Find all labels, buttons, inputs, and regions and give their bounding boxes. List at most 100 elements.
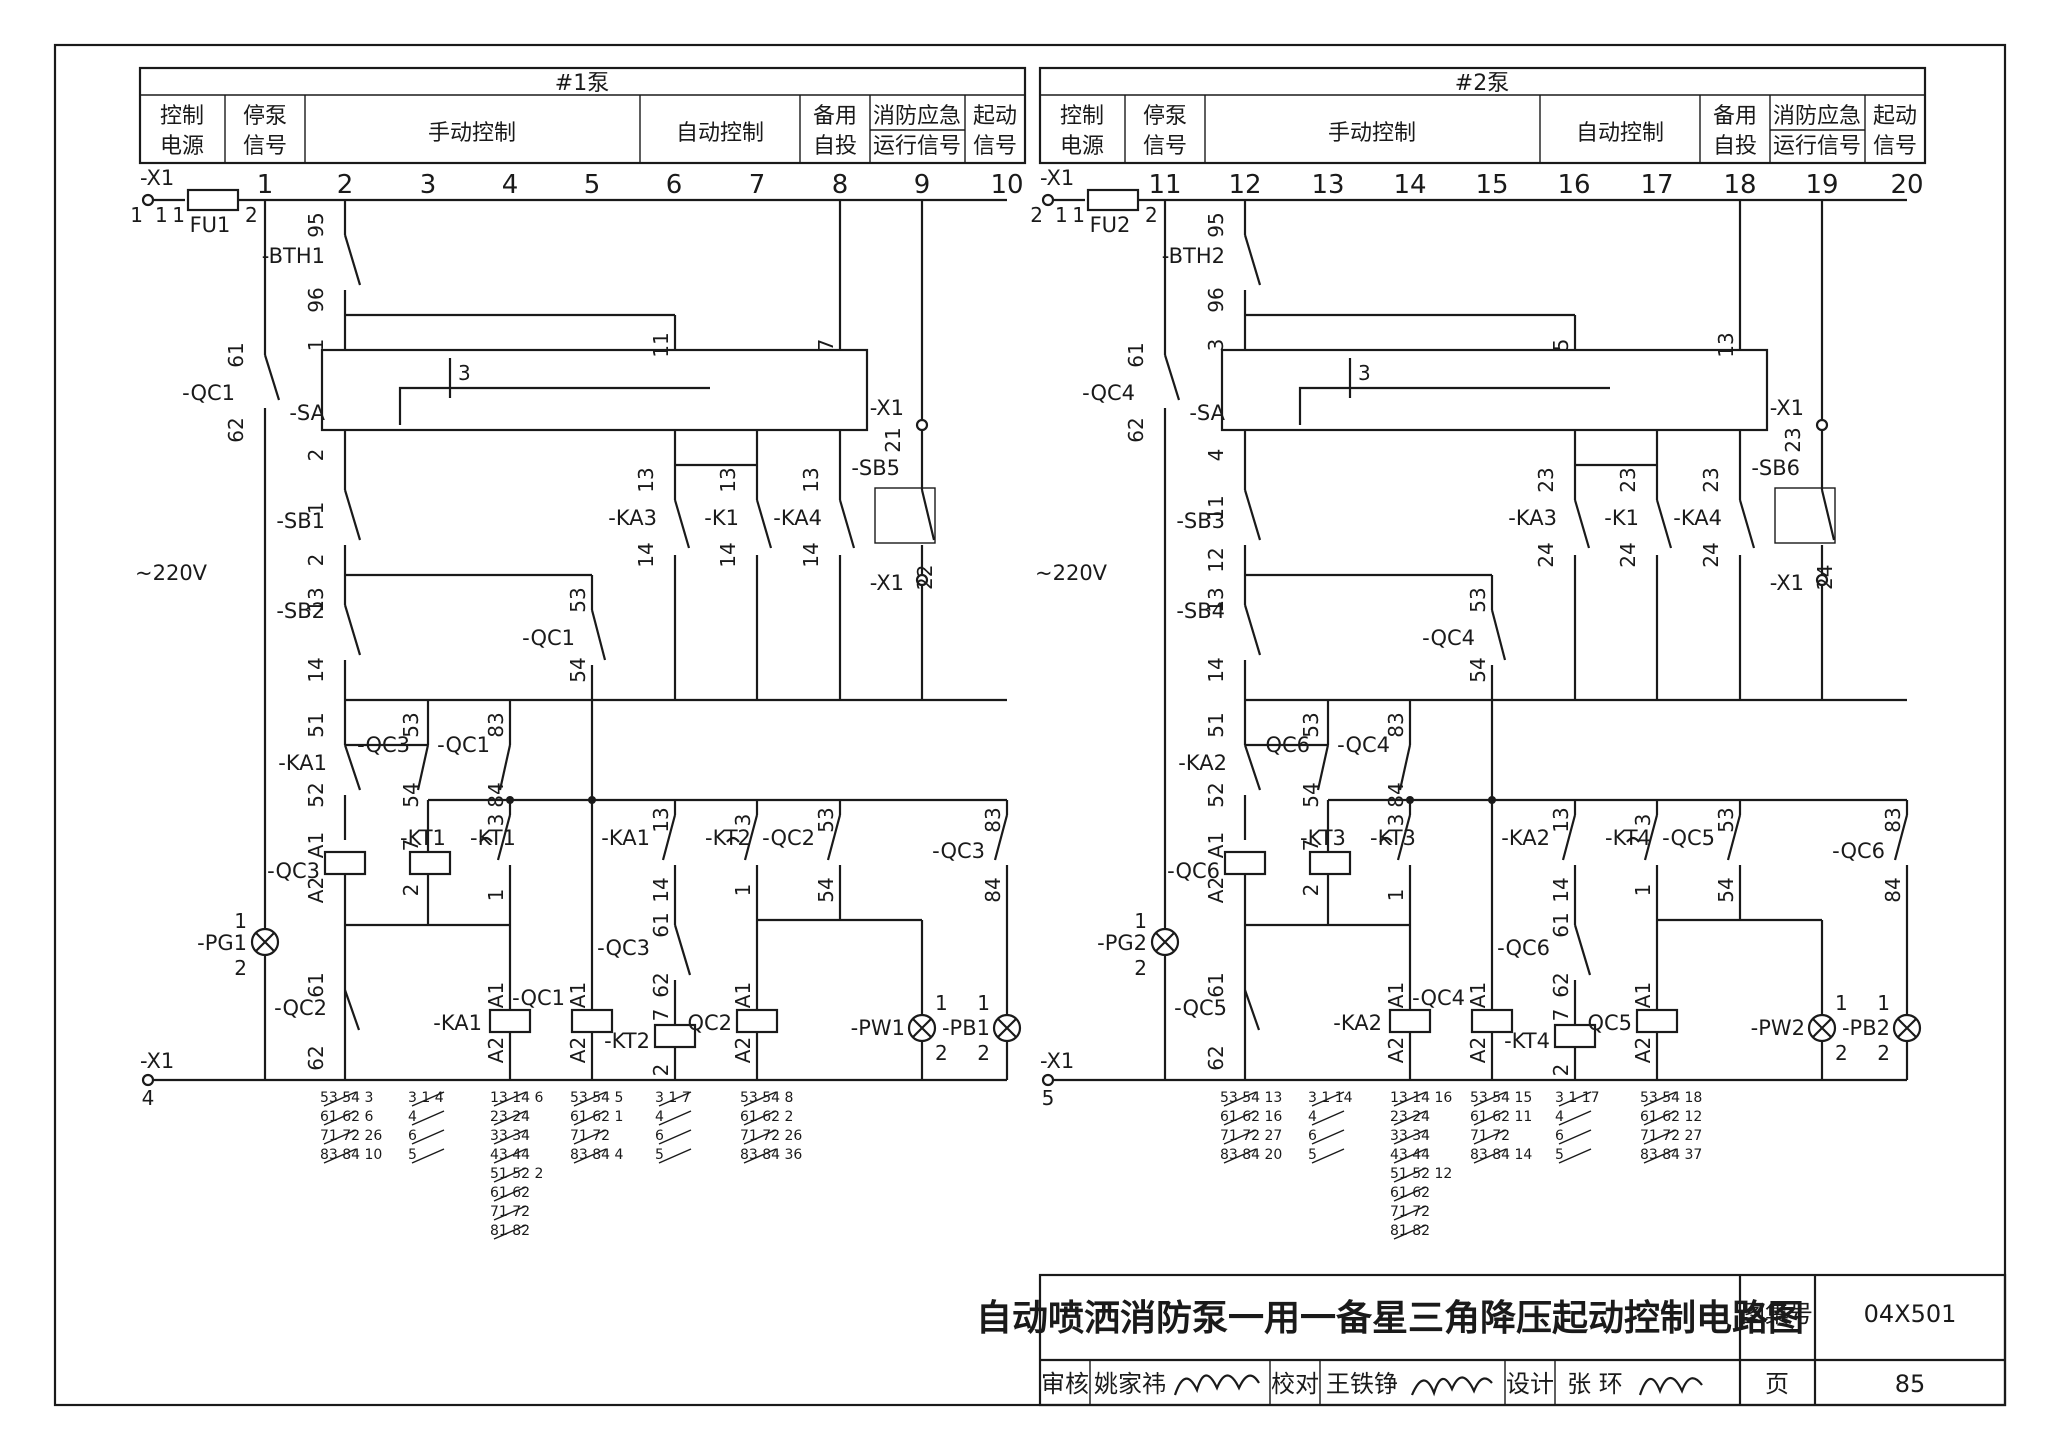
component-label: -QC4: [1412, 986, 1465, 1010]
column-number: 8: [832, 170, 849, 200]
auto-contact: [1655, 499, 1673, 549]
atlas-number: 04X501: [1864, 1300, 1957, 1328]
column-number: 18: [1723, 170, 1756, 200]
contact-table-stroke: [493, 1110, 527, 1126]
terminal-circle: [1041, 193, 1055, 207]
contact-table-row: 53 54 15: [1470, 1090, 1532, 1106]
contact-table-stroke: [743, 1110, 777, 1126]
component-label: -QC1: [182, 381, 235, 405]
pin-label: 61: [649, 912, 673, 937]
pin-label: 1: [977, 991, 990, 1015]
component-label: -KA1: [601, 826, 650, 850]
pin-label: 5: [1549, 339, 1573, 352]
pin-label: 53: [1466, 587, 1490, 612]
pin-label: 3: [731, 814, 755, 827]
pin-label: 2: [1134, 956, 1147, 980]
component-label: -PB1: [942, 1016, 990, 1040]
pin-label: 53: [814, 807, 838, 832]
pin-label: 23: [1616, 467, 1640, 492]
pin-label: 12: [1204, 547, 1228, 572]
pin-label: 83: [981, 807, 1005, 832]
pin-label: 2: [977, 1041, 990, 1065]
terminal-circle: [141, 1073, 155, 1087]
contact-table-row: 53 54 18: [1640, 1090, 1702, 1106]
designer-signature: [1638, 1376, 1703, 1396]
pin-label: 23: [1699, 467, 1723, 492]
component-label: -KA2: [1333, 1011, 1382, 1035]
timer-contact: [1379, 814, 1412, 861]
header-fire-emergency: 运行信号: [873, 134, 961, 159]
contact-table-stroke: [658, 1129, 692, 1145]
pin-label: 61: [224, 342, 248, 367]
start-button: [343, 604, 362, 656]
aux-contact: [661, 814, 677, 861]
pin-label: 1: [234, 909, 247, 933]
pin-label: 3: [1204, 339, 1228, 352]
lamp-cross: [997, 1018, 1017, 1038]
header-auto: 自动控制: [676, 121, 764, 146]
pin-label: 2: [1299, 884, 1323, 897]
contactor-coil: [1223, 850, 1267, 876]
contact-table-row: 6: [1308, 1128, 1317, 1144]
contact-table-stroke: [411, 1091, 445, 1107]
aux-contact: [1561, 814, 1577, 861]
contact-table-stroke: [658, 1148, 692, 1164]
lamp-cross: [912, 1018, 932, 1038]
pin-label: 62: [304, 1045, 328, 1070]
contactor-coil: [570, 1008, 614, 1034]
column-number: 3: [420, 170, 437, 200]
header-start-signal: 信号: [1873, 134, 1917, 159]
voltage-label: ~220V: [135, 561, 208, 585]
contact-table-row: 3 1 7: [655, 1090, 691, 1106]
pin-label: A2: [1466, 1037, 1490, 1063]
pump-title: #1泵: [555, 71, 609, 96]
contact: [263, 354, 281, 401]
pin-label: 62: [224, 417, 248, 442]
contact-table-stroke: [411, 1129, 445, 1145]
remote-button-frame: [874, 487, 936, 544]
contact-table-row: 61 62 11: [1470, 1109, 1532, 1125]
voltage-label: ~220V: [1035, 561, 1108, 585]
fuse-pin: 2: [1145, 203, 1158, 227]
pin-label: 3: [458, 361, 471, 385]
pin-label: A2: [1631, 1037, 1655, 1063]
contactor-coil: [1470, 1008, 1514, 1034]
pin-label: 14: [799, 542, 823, 567]
contact-table-stroke: [1643, 1129, 1677, 1145]
header-start-signal: 起动: [1873, 104, 1917, 129]
terminal-label: -X1: [1770, 571, 1804, 595]
contact-table-stroke: [1223, 1148, 1257, 1164]
fuse-label: FU2: [1090, 213, 1131, 237]
pin-label: 24: [1699, 542, 1723, 567]
contact-table-row: 83 84 36: [740, 1147, 802, 1163]
pin-label: 23: [1781, 427, 1805, 452]
pin-label: 54: [814, 877, 838, 902]
designer-name: 张 环: [1567, 1370, 1623, 1398]
component-label: -SA: [289, 401, 325, 425]
pin-label: 84: [981, 877, 1005, 902]
column-number: 19: [1805, 170, 1838, 200]
aux-contact: [416, 744, 430, 791]
contact-table-stroke: [743, 1129, 777, 1145]
pin-label: 53: [1299, 712, 1323, 737]
fuse-body: [1086, 188, 1140, 212]
contact-table-row: 71 72 26: [320, 1128, 382, 1144]
header-ctrl-power: 控制: [160, 104, 204, 129]
pin-label: A2: [484, 1037, 508, 1063]
component-label: -QC4: [1082, 381, 1135, 405]
column-number: 17: [1640, 170, 1673, 200]
pin-label: 13: [1204, 587, 1228, 612]
pin-label: 51: [304, 712, 328, 737]
header-stop-signal: 停泵: [1143, 104, 1187, 129]
component-label: -BTH1: [262, 244, 325, 268]
pin-label: 13: [304, 587, 328, 612]
component-label: -PW2: [1751, 1016, 1805, 1040]
pin-label: 7: [1299, 839, 1323, 852]
column-number: 1: [257, 170, 274, 200]
component-label: -QC5: [1174, 996, 1227, 1020]
header-ctrl-power: 控制: [1060, 104, 1104, 129]
pin-label: 13: [634, 467, 658, 492]
contact-table-row: 5: [1308, 1147, 1317, 1163]
component-label: -KT4: [1504, 1029, 1550, 1053]
